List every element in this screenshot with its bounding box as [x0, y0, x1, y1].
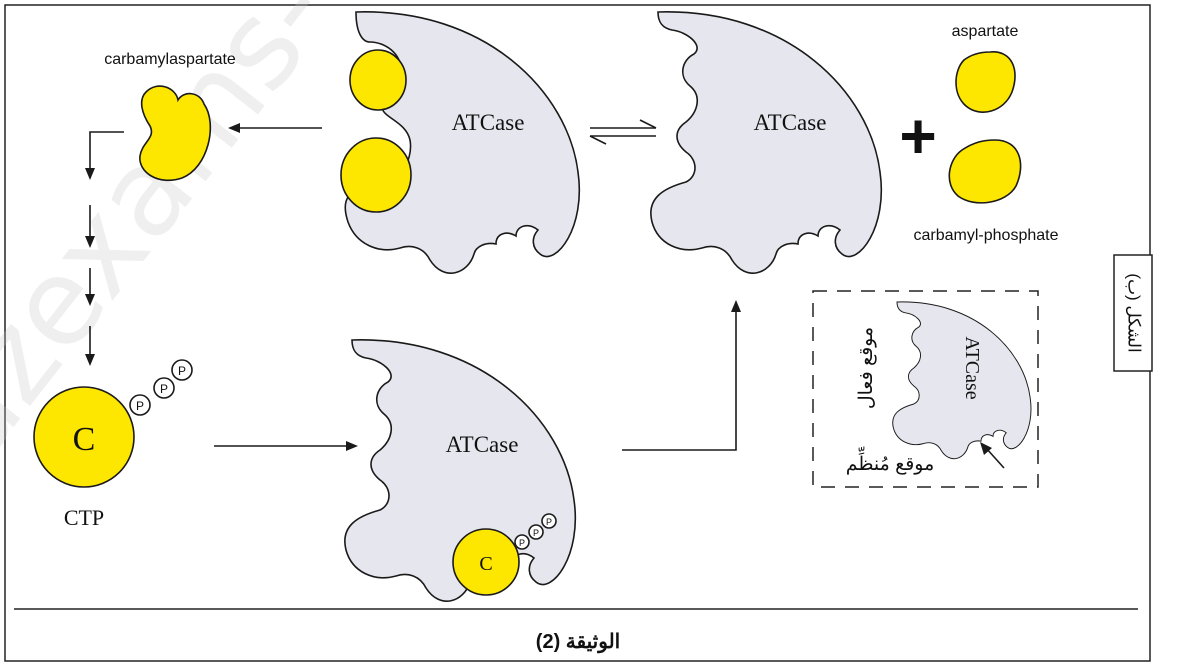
pathway-arrows: [85, 131, 124, 366]
ctp-bound-letter: C: [479, 553, 492, 575]
ctp-molecule: C P P P: [33, 359, 193, 488]
legend-enzyme-label: ATCase: [961, 336, 983, 399]
enzyme-label-3: ATCase: [446, 432, 519, 457]
carbamylaspartate-shape: [139, 85, 212, 182]
atcase-free: ATCase: [650, 11, 883, 274]
legend-regulatory-site: موقع مُنظِّم: [846, 446, 935, 475]
ctp-bound-phosphate-1: P: [519, 538, 525, 548]
phosphate-2: P: [160, 382, 168, 396]
arrow-to-product: [228, 123, 322, 133]
plus-sign: +: [899, 100, 936, 172]
legend-box: ATCase موقع فعال موقع مُنظِّم: [812, 290, 1039, 488]
figure-label-box: الشكل (ب): [1113, 254, 1153, 372]
phosphate-3: P: [178, 364, 186, 378]
carbamyl-phosphate-free: [948, 139, 1022, 204]
legend-active-site: موقع فعال: [856, 327, 877, 409]
enzyme-label-1: ATCase: [452, 110, 525, 135]
aspartate-bound: [340, 137, 412, 213]
arrow-ctp-to-enzyme: [214, 441, 358, 451]
arrow-inhibition-feedback: [622, 300, 741, 451]
equilibrium-arrows: [589, 119, 657, 145]
aspartate-label: aspartate: [952, 23, 1019, 40]
atcase-substrate-bound: ATCase: [340, 11, 581, 274]
figure-label: الشكل (ب): [1125, 273, 1144, 352]
enzyme-label-2: ATCase: [754, 110, 827, 135]
ctp-cytidine: [33, 386, 135, 488]
phosphate-1: P: [136, 399, 144, 413]
carbamylaspartate-label: carbamylaspartate: [104, 51, 236, 68]
ctp-label: CTP: [64, 505, 104, 530]
carbamyl-phosphate-bound: [349, 49, 407, 111]
aspartate-free: [955, 51, 1016, 113]
ctp-letter: C: [73, 421, 96, 458]
carbamyl-phosphate-label: carbamyl-phosphate: [914, 227, 1059, 244]
atcase-ctp-inhibited: ATCase C P P P: [344, 339, 577, 602]
ctp-bound-phosphate-3: P: [546, 517, 552, 527]
document-caption: الوثيقة (2): [536, 631, 620, 654]
ctp-bound-cytidine: [452, 528, 520, 596]
ctp-bound-phosphate-2: P: [533, 528, 539, 538]
